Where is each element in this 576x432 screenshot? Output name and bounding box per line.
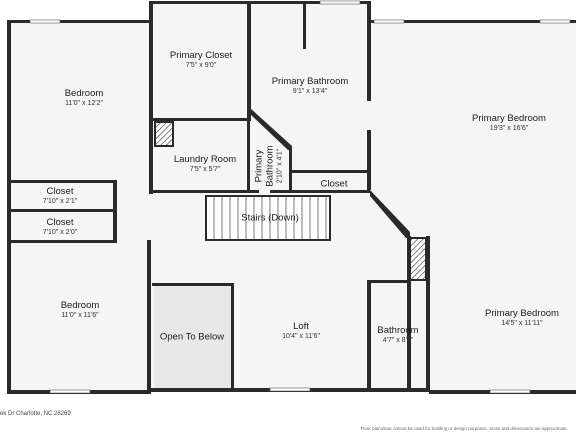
small-bath-name-2: Bathroom bbox=[264, 145, 276, 187]
room-name: Open To Below bbox=[159, 331, 225, 343]
room-dimensions: 10'4" x 11'6" bbox=[282, 333, 320, 340]
room-label-stairs: Stairs (Down) bbox=[241, 213, 299, 224]
open-to-below-area bbox=[154, 286, 232, 388]
room-dimensions: 7'10" x 2'1" bbox=[42, 198, 78, 205]
room-dimensions: 19'3" x 16'6" bbox=[489, 125, 529, 132]
small-bath-dim: 2'10" x 4'1" bbox=[276, 148, 284, 184]
room-label-closet-3: Closet bbox=[321, 179, 348, 190]
stairs-area bbox=[205, 195, 331, 241]
room-name: Loft bbox=[293, 321, 309, 332]
room-name: Closet bbox=[46, 217, 74, 228]
disclaimer-text: Floor plans/tour cannot be used for buil… bbox=[360, 426, 568, 431]
room-name: Primary Bathroom bbox=[271, 76, 349, 87]
room-dimensions: 9'1" x 13'4" bbox=[292, 88, 328, 95]
chase-hatch-2 bbox=[409, 237, 427, 281]
room-dimensions: 7'5" x 9'0" bbox=[185, 62, 217, 69]
room-name: Laundry Room bbox=[173, 154, 237, 165]
room-dimensions: 7'10" x 2'0" bbox=[42, 229, 78, 236]
room-dimensions: 4'7" x 8'4" bbox=[382, 337, 414, 344]
room-name: Closet bbox=[320, 178, 348, 190]
room-dimensions: 11'0" x 12'2" bbox=[65, 100, 103, 107]
room-name: Bedroom bbox=[64, 88, 104, 99]
room-dimensions: 11'0" x 11'6" bbox=[61, 312, 99, 319]
room-dimensions: 14'5" x 11'11" bbox=[501, 320, 543, 327]
address-text: ek Dr Charlotte, NC 28269 bbox=[0, 411, 71, 417]
room-name: Primary Closet bbox=[169, 50, 233, 61]
windows bbox=[29, 0, 571, 394]
chase-hatch-1 bbox=[154, 121, 174, 147]
room-label-open-to-below: Open To Below bbox=[160, 332, 224, 343]
small-bath-name-1: Primary bbox=[253, 149, 265, 183]
room-name: Closet bbox=[46, 186, 74, 197]
room-name: Primary Bedroom bbox=[485, 308, 559, 319]
room-name: Stairs (Down) bbox=[241, 212, 299, 224]
room-name: Bathroom bbox=[377, 325, 419, 336]
room-name: Bedroom bbox=[60, 300, 100, 311]
room-dimensions: 7'5" x 5'7" bbox=[189, 166, 221, 173]
room-name: Primary Bedroom bbox=[472, 113, 546, 124]
small-primary-bathroom-label: Primary Bathroom 2'10" x 4'1" bbox=[254, 145, 285, 186]
